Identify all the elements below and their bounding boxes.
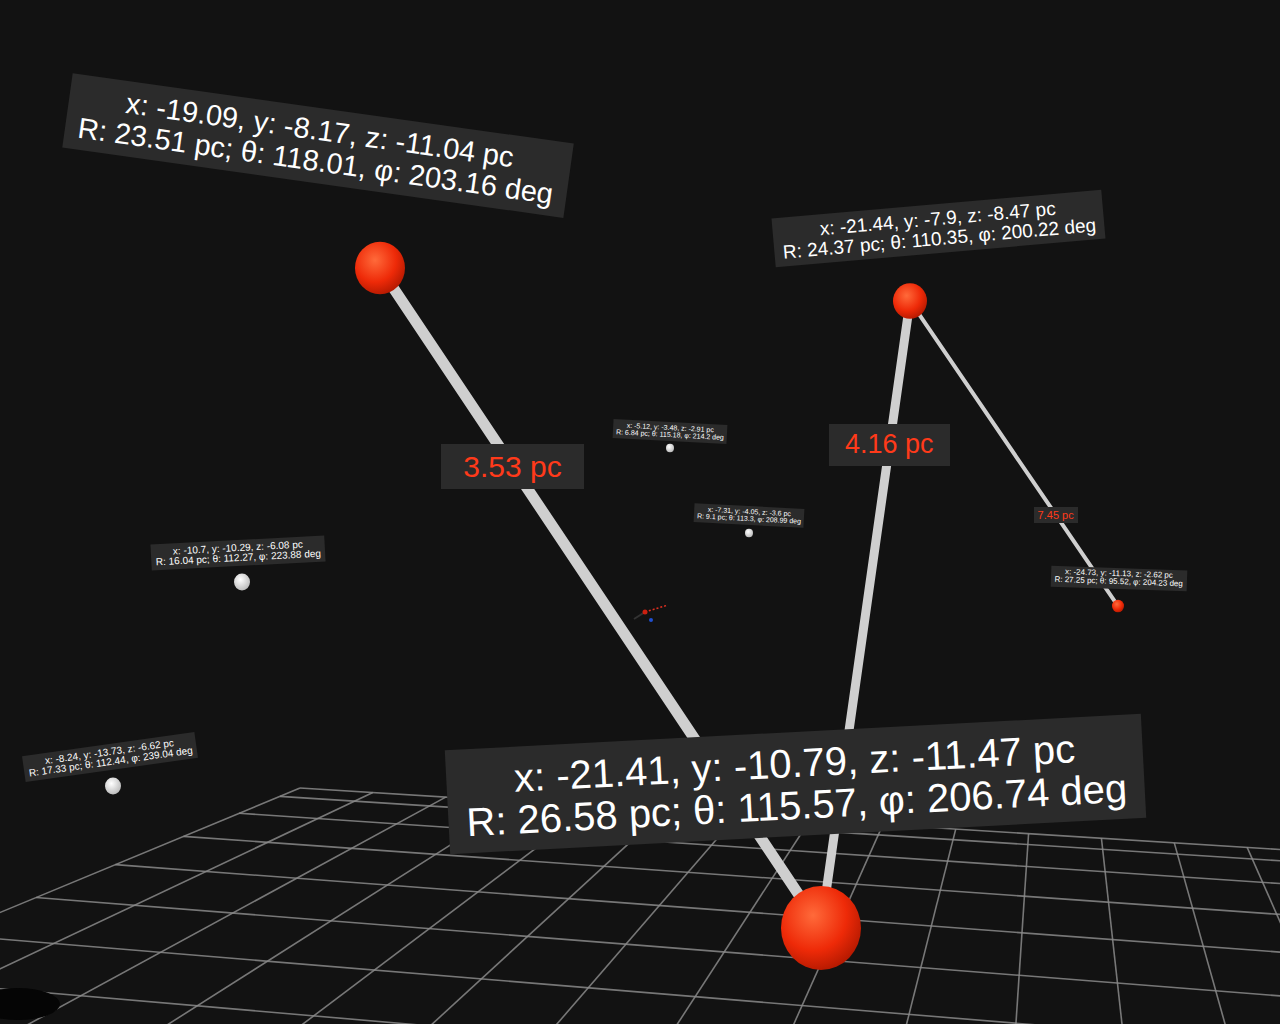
- axis-x: [645, 605, 668, 612]
- axis-z: [649, 618, 653, 622]
- star-label: x: -21.41, y: -10.79, z: -11.47 pcR: 26.…: [444, 714, 1146, 854]
- grid-line: [1101, 838, 1150, 1024]
- grid-line: [0, 802, 519, 1024]
- star-label: x: -19.09, y: -8.17, z: -11.04 pcR: 23.5…: [62, 73, 573, 218]
- star-sphere: [355, 242, 405, 295]
- star-label: x: -21.44, y: -7.9, z: -8.47 pcR: 24.37 …: [771, 189, 1105, 267]
- star-sphere: [745, 529, 753, 537]
- grid-line: [1247, 847, 1280, 1024]
- grid-line: [1000, 834, 1029, 1024]
- axis-gizmo: [634, 605, 668, 622]
- star-label: x: -5.12, y: -3.48, z: -2.91 pcR: 6.84 p…: [613, 419, 728, 444]
- distance-label: 7.45 pc: [1034, 507, 1078, 523]
- star-label: x: -24.73, y: -11.13, z: -2.62 pcR: 27.2…: [1051, 565, 1187, 591]
- star-sphere: [781, 886, 861, 970]
- star-label: x: -7.31, y: -4.05, z: -3.6 pcR: 9.1 pc;…: [694, 503, 805, 527]
- star-sphere: [666, 444, 674, 452]
- grid-line: [183, 836, 1280, 920]
- star-sphere: [234, 574, 250, 591]
- distance-label: 4.16 pc: [829, 424, 950, 466]
- controller-shadow: [0, 988, 60, 1020]
- axis-origin: [643, 610, 648, 615]
- grid-line: [36, 898, 1280, 1007]
- distance-label: 3.53 pc: [441, 444, 583, 489]
- grid-line: [0, 1020, 1280, 1024]
- star-label: x: -8.24, y: -13.73, z: -6.62 pcR: 17.33…: [22, 732, 198, 782]
- grid-line: [0, 976, 1280, 1024]
- grid-line: [115, 865, 1280, 960]
- star-sphere: [1112, 600, 1124, 613]
- star-sphere: [893, 283, 927, 319]
- grid-line: [1174, 843, 1280, 1024]
- star-label: x: -10.7, y: -10.29, z: -6.08 pcR: 16.04…: [150, 535, 325, 570]
- grid-line: [0, 935, 1280, 1024]
- grid-line: [0, 793, 373, 1024]
- star-sphere: [105, 778, 121, 795]
